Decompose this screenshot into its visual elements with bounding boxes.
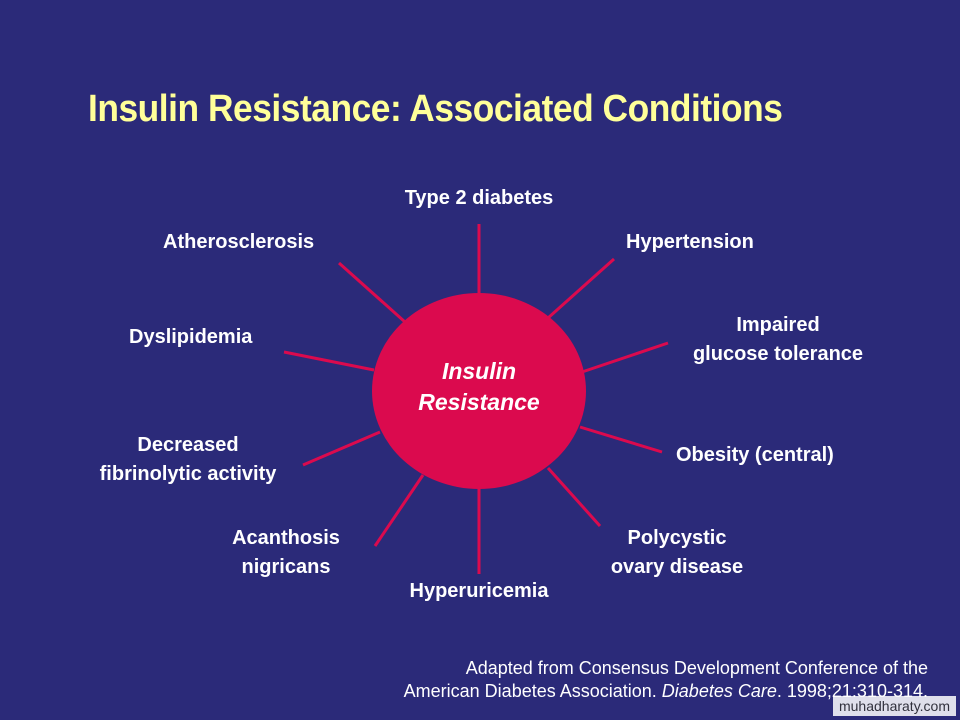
condition-hyperuricemia-text: Hyperuricemia <box>409 580 549 602</box>
hub-label-line1: Insulin <box>441 358 517 384</box>
condition-type2-diabetes: Type 2 diabetes <box>379 184 579 213</box>
citation: Adapted from Consensus Development Confe… <box>404 657 928 703</box>
condition-hyperuricemia: Hyperuricemia <box>389 577 569 606</box>
connector-dyslipidemia <box>283 350 375 372</box>
condition-acanthosis-nigricans: Acanthosis nigricans <box>206 524 366 582</box>
condition-polycystic-ovary: Polycystic ovary disease <box>587 524 767 582</box>
connector-acanthosis <box>373 474 425 547</box>
condition-type2-diabetes-text: Type 2 diabetes <box>404 187 554 209</box>
condition-polycystic-line1: Polycystic <box>627 527 727 549</box>
condition-obesity: Obesity (central) <box>676 441 834 470</box>
citation-line2-prefix: American Diabetes Association. <box>403 681 662 701</box>
watermark: muhadharaty.com <box>832 696 956 716</box>
condition-impaired-glucose-tolerance: Impaired glucose tolerance <box>668 311 888 369</box>
citation-journal: Diabetes Care <box>661 681 777 701</box>
condition-atherosclerosis: Atherosclerosis <box>163 228 314 257</box>
condition-hypertension-text: Hypertension <box>626 231 754 253</box>
condition-impaired-glucose-line1: Impaired <box>736 314 820 336</box>
connector-obesity <box>579 425 663 454</box>
slide-title: Insulin Resistance: Associated Condition… <box>88 88 783 130</box>
condition-dyslipidemia-text: Dyslipidemia <box>129 326 253 348</box>
connector-polycystic <box>546 466 602 528</box>
condition-acanthosis-line2: nigricans <box>241 556 331 578</box>
condition-fibrinolytic-line1: Decreased <box>137 434 239 456</box>
condition-dyslipidemia: Dyslipidemia <box>129 323 252 352</box>
citation-line2: American Diabetes Association. Diabetes … <box>404 680 928 703</box>
condition-obesity-text: Obesity (central) <box>676 444 834 466</box>
citation-line1: Adapted from Consensus Development Confe… <box>465 658 928 678</box>
connector-atherosclerosis <box>338 261 406 324</box>
connector-impaired-glucose <box>581 341 669 374</box>
condition-hypertension: Hypertension <box>626 228 754 257</box>
hub-label: Insulin Resistance <box>372 356 586 418</box>
condition-acanthosis-line1: Acanthosis <box>232 527 340 549</box>
connector-hypertension <box>547 257 615 320</box>
condition-impaired-glucose-line2: glucose tolerance <box>692 343 864 365</box>
hub-label-line2: Resistance <box>418 389 540 415</box>
condition-decreased-fibrinolytic: Decreased fibrinolytic activity <box>72 431 304 489</box>
condition-atherosclerosis-text: Atherosclerosis <box>163 231 315 253</box>
connector-fibrinolytic <box>302 430 381 467</box>
insulin-resistance-hub <box>372 293 586 489</box>
condition-fibrinolytic-line2: fibrinolytic activity <box>99 463 277 485</box>
condition-polycystic-line2: ovary disease <box>610 556 744 578</box>
